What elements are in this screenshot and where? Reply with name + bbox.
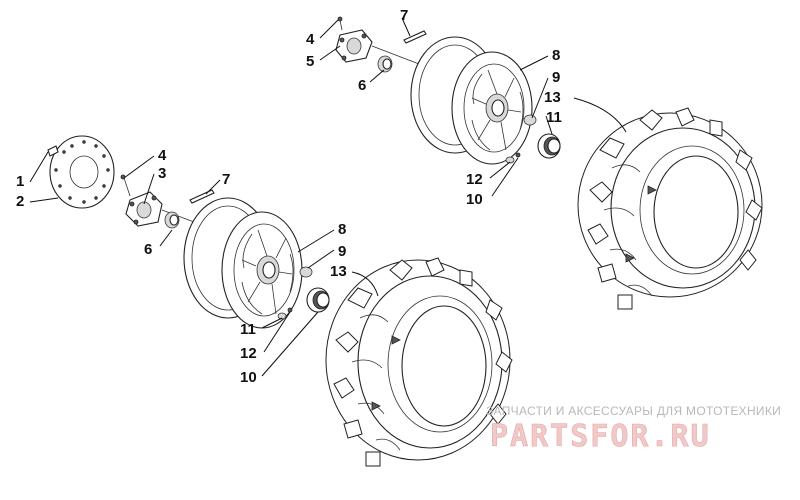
callout-upper-5: 5 (306, 53, 314, 70)
upper-nut (377, 55, 393, 73)
watermark: ЗАПЧАСТИ И АКСЕССУАРЫ ДЛЯ МОТОТЕХНИКИ PA… (486, 404, 781, 454)
callout-lower-1: 1 (16, 173, 24, 190)
upper-valve-stem (505, 152, 521, 164)
lower-tire (325, 257, 513, 467)
lower-cotter-pin (189, 189, 215, 204)
lower-wheel-rim (183, 197, 303, 329)
lower-hub (120, 174, 211, 229)
callout-lower-12: 12 (240, 345, 257, 362)
upper-tire (577, 107, 763, 310)
callout-upper-4: 4 (306, 31, 315, 48)
callout-lower-11: 11 (240, 321, 256, 338)
callout-lower-6: 6 (144, 241, 152, 258)
brake-disc (47, 135, 115, 209)
callout-lower-10: 10 (240, 369, 257, 386)
lower-nut (164, 211, 180, 229)
lower-assembly (47, 135, 513, 467)
callout-upper-13: 13 (544, 89, 561, 106)
callout-upper-11: 12 (466, 171, 483, 188)
callout-lower-4: 4 (158, 147, 167, 164)
upper-wheel-rim (410, 36, 533, 165)
callout-lower-3: 3 (158, 165, 166, 182)
upper-cotter-pin (403, 30, 427, 44)
watermark-brand: PARTSFOR.RU (490, 419, 711, 454)
callout-upper-8: 8 (552, 47, 560, 64)
callout-lower-9: 9 (338, 243, 346, 260)
callout-upper-10: 11 (546, 109, 562, 126)
leader-lines (29, 17, 627, 377)
upper-hub (335, 16, 441, 73)
upper-assembly (335, 16, 763, 310)
callout-upper-12: 10 (466, 191, 483, 208)
callout-upper-6: 6 (358, 77, 366, 94)
callout-lower-7: 7 (222, 171, 230, 188)
callout-lower-13: 13 (330, 263, 347, 280)
callout-upper-9: 9 (552, 69, 560, 86)
lower-hub-cap (299, 266, 330, 313)
callout-labels: 4 5 6 7 8 9 11 13 12 10 1 2 4 3 6 7 8 9 … (16, 7, 562, 386)
watermark-caption: ЗАПЧАСТИ И АКСЕССУАРЫ ДЛЯ МОТОТЕХНИКИ (486, 404, 781, 418)
callout-lower-2: 2 (16, 193, 24, 210)
callout-lower-8: 8 (338, 221, 346, 238)
callout-upper-7: 7 (400, 7, 408, 24)
upper-hub-cap (523, 114, 561, 159)
